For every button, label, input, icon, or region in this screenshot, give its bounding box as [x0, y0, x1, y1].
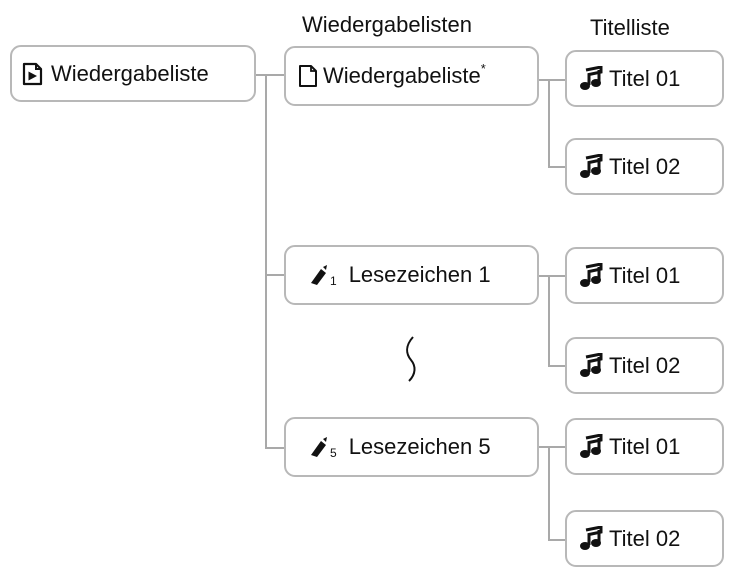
track-label: Titel 02	[609, 153, 681, 179]
header-playlists: Wiedergabelisten	[302, 12, 472, 37]
bookmark-5-node[interactable]: 5 Lesezeichen 5	[284, 417, 539, 477]
connector-bm5-tracks	[538, 446, 565, 541]
music-note-icon	[579, 433, 603, 460]
music-note-icon	[579, 65, 603, 92]
root-playlist-node[interactable]: Wiedergabeliste	[10, 45, 256, 102]
track-node[interactable]: Titel 01	[565, 247, 724, 304]
bookmark-pen-icon	[308, 436, 330, 458]
document-icon	[298, 64, 318, 88]
bookmark-5-label: Lesezeichen 5	[348, 434, 491, 459]
play-document-icon	[22, 62, 43, 86]
playlist-marker: *	[480, 60, 486, 76]
playlist-node[interactable]: Wiedergabeliste *	[284, 46, 539, 106]
playlist-label: Wiedergabeliste	[323, 63, 481, 88]
track-label: Titel 02	[609, 525, 681, 551]
root-playlist-label: Wiedergabeliste	[51, 60, 209, 86]
track-label: Titel 01	[609, 65, 681, 91]
track-label: Titel 01	[609, 433, 681, 459]
bookmark-1-index: 1	[330, 274, 337, 288]
track-label: Titel 02	[609, 352, 681, 378]
music-note-icon	[579, 352, 603, 379]
music-note-icon	[579, 153, 603, 180]
track-node[interactable]: Titel 01	[565, 418, 724, 475]
wavy-ellipsis-icon	[406, 336, 416, 382]
track-node[interactable]: Titel 02	[565, 337, 724, 394]
bookmark-1-node[interactable]: 1 Lesezeichen 1	[284, 245, 539, 305]
bookmark-5-index: 5	[330, 446, 337, 460]
music-note-icon	[579, 262, 603, 289]
track-label: Titel 01	[609, 262, 681, 288]
header-tracks: Titelliste	[590, 15, 670, 40]
connector-spine	[265, 75, 284, 449]
track-node[interactable]: Titel 02	[565, 138, 724, 195]
music-note-icon	[579, 525, 603, 552]
bookmark-1-label: Lesezeichen 1	[348, 262, 491, 287]
track-node[interactable]: Titel 01	[565, 50, 724, 107]
connector-bm1-tracks	[538, 275, 565, 367]
connector-playlist-tracks	[538, 79, 565, 168]
track-node[interactable]: Titel 02	[565, 510, 724, 567]
bookmark-pen-icon	[308, 264, 330, 286]
